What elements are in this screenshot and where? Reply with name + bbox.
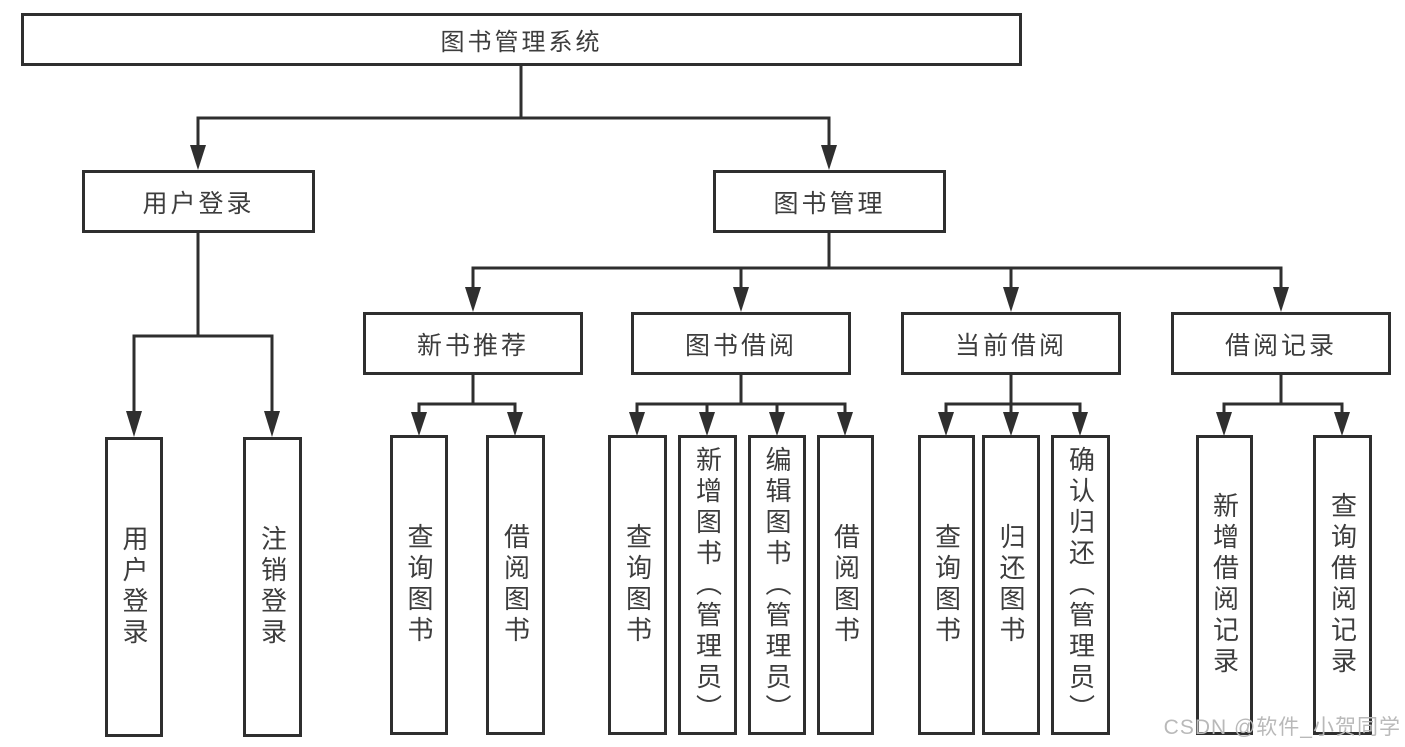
node-library-system: 图书管理系统 bbox=[21, 13, 1022, 66]
node-user-login: 用户登录 bbox=[82, 170, 315, 233]
node-book-management: 图书管理 bbox=[713, 170, 946, 233]
leaf-recommend-query-book: 查询图书 bbox=[390, 435, 448, 735]
leaf-current-confirm-return-admin: 确认归还（管理员） bbox=[1051, 435, 1110, 735]
leaf-borrowing-edit-book-admin: 编辑图书（管理员） bbox=[748, 435, 806, 735]
leaf-user-login: 用户登录 bbox=[105, 437, 163, 737]
leaf-borrowing-query-book: 查询图书 bbox=[608, 435, 667, 735]
leaf-records-query-borrow-record: 查询借阅记录 bbox=[1313, 435, 1372, 735]
node-book-borrowing: 图书借阅 bbox=[631, 312, 851, 375]
arrowheads bbox=[126, 145, 1350, 437]
leaf-logout: 注销登录 bbox=[243, 437, 302, 737]
leaf-current-query-book: 查询图书 bbox=[918, 435, 975, 735]
node-borrowing-records: 借阅记录 bbox=[1171, 312, 1391, 375]
csdn-watermark: CSDN @软件_小贺同学 bbox=[1163, 716, 1401, 739]
leaf-borrowing-add-book-admin: 新增图书（管理员） bbox=[678, 435, 737, 735]
node-new-book-recommendation: 新书推荐 bbox=[363, 312, 583, 375]
leaf-borrowing-borrow-book: 借阅图书 bbox=[817, 435, 874, 735]
leaf-current-return-book: 归还图书 bbox=[982, 435, 1040, 735]
leaf-records-add-borrow-record: 新增借阅记录 bbox=[1196, 435, 1253, 735]
leaf-recommend-borrow-book: 借阅图书 bbox=[486, 435, 545, 735]
node-current-borrowing: 当前借阅 bbox=[901, 312, 1121, 375]
